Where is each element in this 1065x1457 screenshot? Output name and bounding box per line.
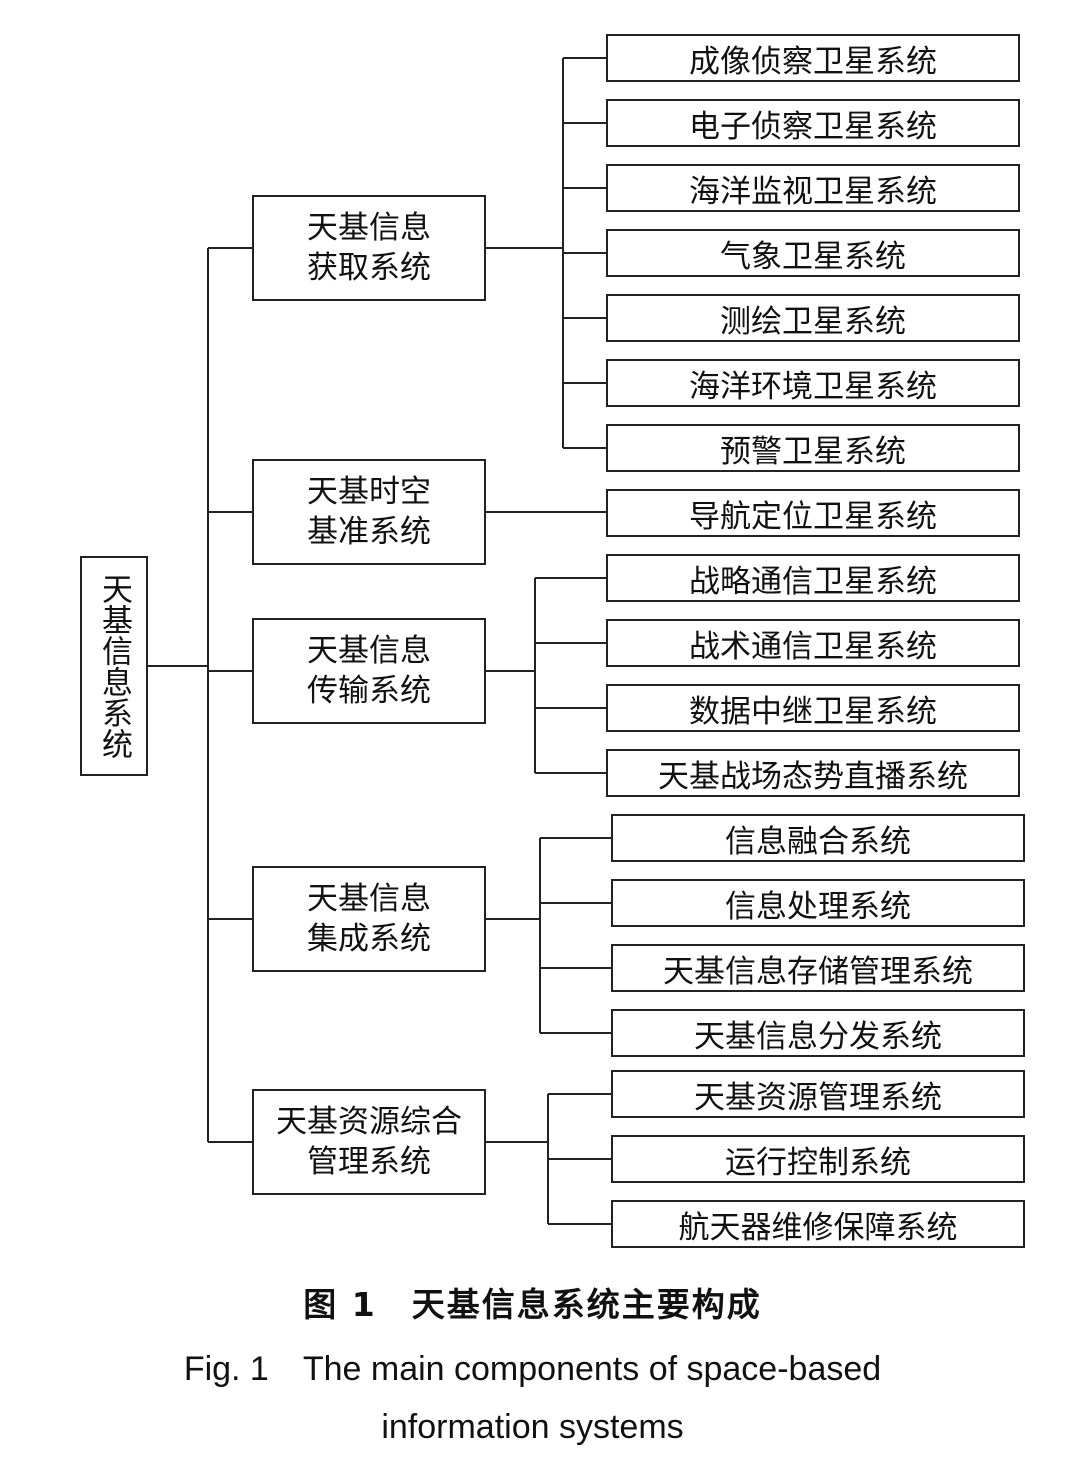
leaf-node: 战术通信卫星系统 — [606, 619, 1020, 667]
leaf-label: 测绘卫星系统 — [720, 303, 906, 340]
leaf-node: 天基战场态势直播系统 — [606, 749, 1020, 797]
leaf-label: 成像侦察卫星系统 — [689, 43, 937, 80]
leaf-node: 天基信息存储管理系统 — [611, 944, 1025, 992]
group-node-1: 天基信息 获取系统 — [252, 195, 486, 301]
group-label: 天基信息 集成系统 — [307, 881, 431, 957]
group-node-4: 天基信息 集成系统 — [252, 866, 486, 972]
leaf-label: 信息融合系统 — [725, 823, 911, 860]
leaf-node: 数据中继卫星系统 — [606, 684, 1020, 732]
group-label: 天基时空 基准系统 — [307, 474, 431, 550]
leaf-node: 成像侦察卫星系统 — [606, 34, 1020, 82]
figure-caption-en: Fig. 1 The main components of space-base… — [0, 1340, 1065, 1456]
leaf-node: 测绘卫星系统 — [606, 294, 1020, 342]
leaf-label: 天基信息存储管理系统 — [663, 953, 973, 990]
leaf-node: 天基资源管理系统 — [611, 1070, 1025, 1118]
leaf-label: 预警卫星系统 — [720, 433, 906, 470]
leaf-label: 数据中继卫星系统 — [689, 693, 937, 730]
group-label: 天基信息 获取系统 — [307, 210, 431, 286]
leaf-label: 海洋环境卫星系统 — [689, 368, 937, 405]
leaf-node: 海洋监视卫星系统 — [606, 164, 1020, 212]
leaf-node: 战略通信卫星系统 — [606, 554, 1020, 602]
figure-caption-cn: 图 1 天基信息系统主要构成 — [303, 1285, 762, 1324]
leaf-node: 航天器维修保障系统 — [611, 1200, 1025, 1248]
leaf-label: 信息处理系统 — [725, 888, 911, 925]
leaf-node: 预警卫星系统 — [606, 424, 1020, 472]
group-node-3: 天基信息 传输系统 — [252, 618, 486, 724]
group-label: 天基信息 传输系统 — [307, 633, 431, 709]
leaf-label: 海洋监视卫星系统 — [689, 173, 937, 210]
leaf-label: 电子侦察卫星系统 — [689, 108, 937, 145]
root-node: 天基信息系统 — [80, 556, 148, 776]
leaf-node: 天基信息分发系统 — [611, 1009, 1025, 1057]
leaf-label: 天基信息分发系统 — [694, 1018, 942, 1055]
leaf-node: 运行控制系统 — [611, 1135, 1025, 1183]
leaf-node: 海洋环境卫星系统 — [606, 359, 1020, 407]
leaf-node: 信息融合系统 — [611, 814, 1025, 862]
figure-caption-en-line1: Fig. 1 The main components of space-base… — [183, 1350, 882, 1388]
leaf-label: 航天器维修保障系统 — [678, 1209, 958, 1246]
leaf-label: 气象卫星系统 — [720, 238, 906, 275]
leaf-node: 气象卫星系统 — [606, 229, 1020, 277]
leaf-label: 天基资源管理系统 — [694, 1079, 942, 1116]
leaf-label: 运行控制系统 — [725, 1144, 911, 1181]
root-label: 天基信息系统 — [96, 573, 132, 759]
figure-caption-en-line2: information systems — [381, 1408, 684, 1446]
group-node-2: 天基时空 基准系统 — [252, 459, 486, 565]
leaf-node: 电子侦察卫星系统 — [606, 99, 1020, 147]
leaf-label: 战略通信卫星系统 — [689, 563, 937, 600]
leaf-label: 战术通信卫星系统 — [689, 628, 937, 665]
group-label: 天基资源综合 管理系统 — [276, 1104, 462, 1180]
group-node-5: 天基资源综合 管理系统 — [252, 1089, 486, 1195]
leaf-node: 导航定位卫星系统 — [606, 489, 1020, 537]
leaf-node: 信息处理系统 — [611, 879, 1025, 927]
leaf-label: 天基战场态势直播系统 — [658, 758, 968, 795]
leaf-label: 导航定位卫星系统 — [689, 498, 937, 535]
